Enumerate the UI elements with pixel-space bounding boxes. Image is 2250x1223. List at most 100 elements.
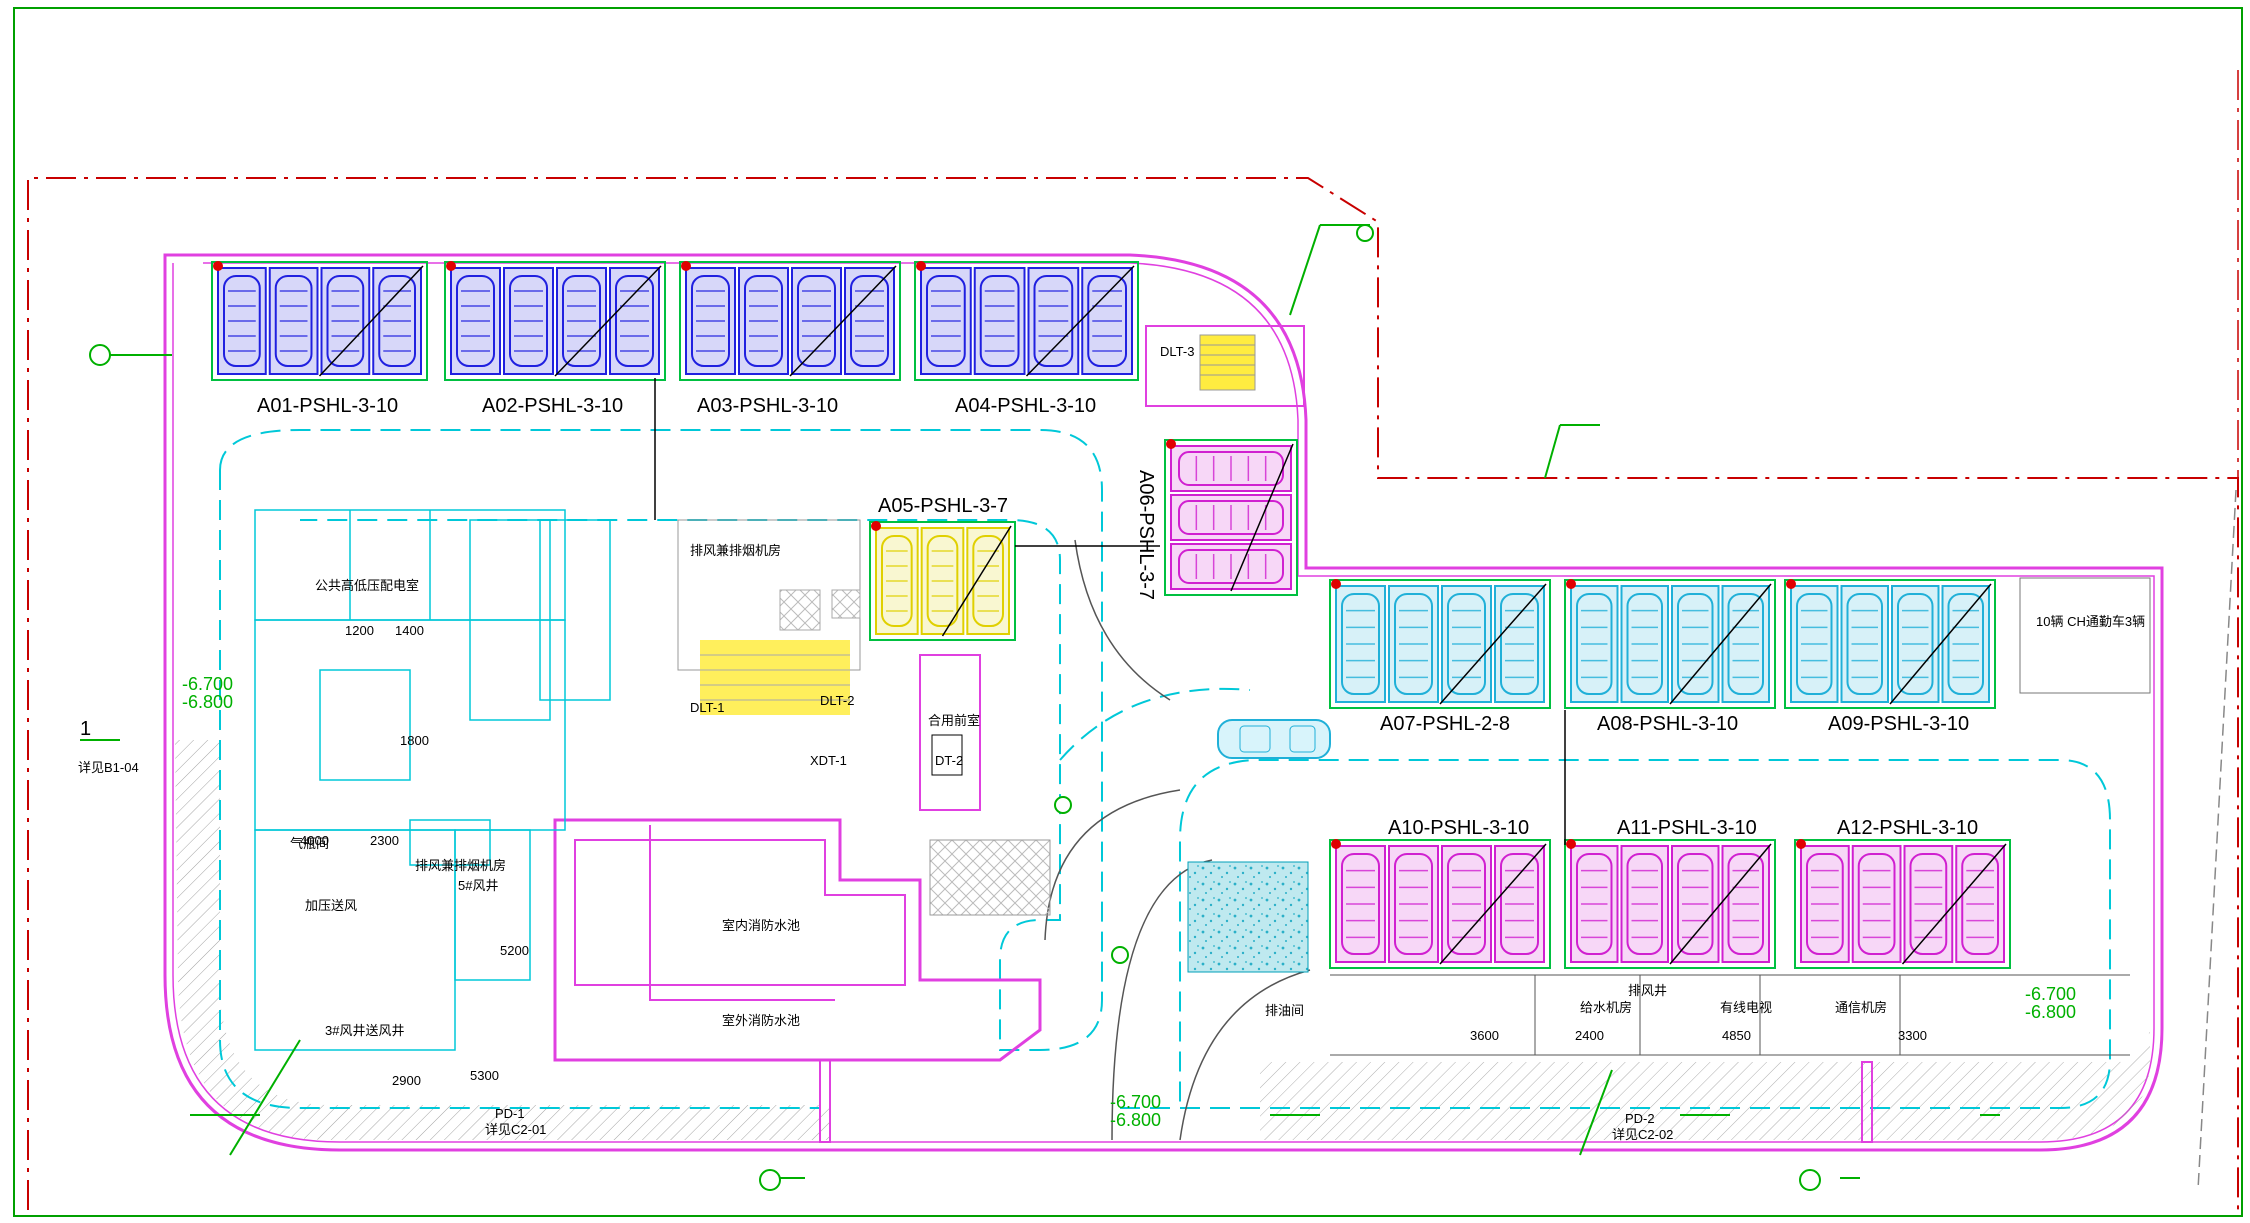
level-marks: -6.700 -6.800 -6.700 -6.800 -6.700 -6.80… bbox=[182, 674, 2076, 1130]
parking-group-a01: A01-PSHL-3-10 bbox=[211, 261, 428, 417]
hatched-band-left bbox=[175, 740, 830, 1140]
parking-bay bbox=[1388, 585, 1439, 703]
red-marker bbox=[213, 261, 223, 271]
hatched-band-corner bbox=[1960, 1020, 2150, 1140]
parking-bay bbox=[1335, 585, 1386, 703]
group-frame bbox=[211, 261, 428, 381]
room-fan5-label: 5#风井 bbox=[458, 878, 498, 893]
red-marker bbox=[1566, 839, 1576, 849]
level-right-2: -6.800 bbox=[2025, 1002, 2076, 1022]
strut-line bbox=[1669, 843, 1772, 965]
dim-label-1: 1200 bbox=[345, 623, 374, 638]
equipment-rooms-left bbox=[254, 509, 611, 1051]
pd2-label: PD-2 bbox=[1625, 1111, 1655, 1126]
parking-group-a06 bbox=[1164, 439, 1298, 596]
parking-bay bbox=[1494, 585, 1545, 703]
parking-bay bbox=[844, 267, 895, 375]
fire-water-pool: 室内消防水池 室外消防水池 bbox=[553, 818, 1042, 1062]
dim-label-9: 2400 bbox=[1575, 1028, 1604, 1043]
parking-bay bbox=[1851, 845, 1902, 963]
car-icon bbox=[1217, 719, 1331, 759]
parking-bay bbox=[1721, 845, 1770, 963]
stair-core-central: DLT-1 DLT-2 XDT-1 bbox=[677, 519, 861, 768]
red-marker bbox=[871, 521, 881, 531]
parking-bay bbox=[1671, 845, 1720, 963]
ramp-curve-3 bbox=[1111, 859, 1213, 1141]
lift-room-label: 合用前室 bbox=[928, 713, 980, 728]
parking-bay bbox=[1170, 494, 1292, 541]
parking-bay bbox=[1955, 845, 2005, 963]
ramp-curve-4 bbox=[1179, 969, 1311, 1141]
strut-line bbox=[1901, 843, 2007, 965]
room-shaft3-label: 3#风井送风井 bbox=[325, 1023, 404, 1038]
parking-bay bbox=[1620, 845, 1669, 963]
parking-bay bbox=[556, 267, 607, 375]
strut-line bbox=[1025, 265, 1135, 377]
room-pool-label: 室内消防水池 bbox=[722, 918, 800, 933]
group-label-a01: A01-PSHL-3-10 bbox=[257, 395, 398, 417]
red-marker bbox=[1166, 439, 1176, 449]
room-fan2-label: 排风井 bbox=[1628, 983, 1667, 998]
parking-bay bbox=[1570, 845, 1619, 963]
parking-bay bbox=[609, 267, 660, 375]
section-mark-number: 1 bbox=[80, 718, 91, 740]
room-pump-label: 加压送风 bbox=[305, 898, 357, 913]
ramp-zone-speckled bbox=[1187, 861, 1309, 973]
parking-bay bbox=[875, 527, 919, 635]
group-label-a07: A07-PSHL-2-8 bbox=[1380, 713, 1510, 735]
red-marker bbox=[446, 261, 456, 271]
stair-dlt3: DLT-3 bbox=[1145, 325, 1305, 407]
parking-bay bbox=[1441, 845, 1492, 963]
column-zone bbox=[929, 839, 1051, 916]
stair-dlt1-label: DLT-1 bbox=[690, 700, 724, 715]
red-marker bbox=[681, 261, 691, 271]
dim-label-6: 5300 bbox=[470, 1068, 499, 1083]
pd1-ref: 详见C2-01 bbox=[485, 1122, 546, 1137]
duct-2 bbox=[1861, 1061, 1873, 1143]
cart-note: 10辆 CH通勤车3辆 bbox=[2036, 614, 2145, 629]
parking-bay bbox=[1840, 585, 1889, 703]
parking-bay bbox=[685, 267, 736, 375]
level-right-1: -6.700 bbox=[2025, 984, 2076, 1004]
parking-group-a09: A09-PSHL-3-10 bbox=[1784, 579, 1996, 735]
group-label-a04: A04-PSHL-3-10 bbox=[955, 395, 1096, 417]
parking-group-a02: A02-PSHL-3-10 bbox=[444, 261, 666, 417]
parking-bay bbox=[1891, 585, 1940, 703]
room-tel-label: 通信机房 bbox=[1835, 1000, 1887, 1015]
dim-label-3: 4000 bbox=[300, 833, 329, 848]
parking-group-a04: A04-PSHL-3-10 bbox=[914, 261, 1139, 417]
driving-lane-curve bbox=[1059, 687, 1251, 761]
red-marker bbox=[1796, 839, 1806, 849]
group-frame bbox=[1164, 439, 1298, 596]
parking-bay bbox=[450, 267, 501, 375]
group-label-a05: A05-PSHL-3-7 bbox=[878, 495, 1008, 517]
group-frame bbox=[1784, 579, 1996, 709]
parking-bay bbox=[320, 267, 371, 375]
drawing-frame bbox=[13, 7, 2243, 1217]
parking-bay bbox=[920, 527, 965, 635]
group-frame bbox=[444, 261, 666, 381]
red-marker bbox=[1331, 579, 1341, 589]
parking-bay bbox=[1620, 585, 1669, 703]
connector-lines bbox=[654, 378, 1566, 845]
parking-bay bbox=[503, 267, 554, 375]
parking-bay bbox=[372, 267, 422, 375]
parking-group-a03: A03-PSHL-3-10 bbox=[679, 261, 901, 417]
strut-line bbox=[1669, 583, 1772, 705]
parking-bay bbox=[1941, 585, 1990, 703]
dimension-labels-left: 1200 1400 4000 2300 2900 5300 5200 1800 bbox=[300, 623, 529, 1088]
hatched-band-right bbox=[1260, 1062, 1960, 1140]
room-elec-label: 公共高低压配电室 bbox=[315, 578, 419, 593]
driving-lane-loop bbox=[219, 429, 1103, 1051]
level-left-2: -6.800 bbox=[182, 692, 233, 712]
parking-bay bbox=[1570, 585, 1619, 703]
driving-lane-left bbox=[219, 470, 820, 1109]
parking-bay bbox=[1790, 585, 1839, 703]
dim-label-5: 2900 bbox=[392, 1073, 421, 1088]
parking-bay bbox=[1081, 267, 1133, 375]
group-frame bbox=[679, 261, 901, 381]
room-exhaust-label: 排风兼排烟机房 bbox=[690, 543, 781, 558]
cart-area bbox=[2019, 577, 2151, 694]
group-label-a09: A09-PSHL-3-10 bbox=[1828, 713, 1969, 735]
